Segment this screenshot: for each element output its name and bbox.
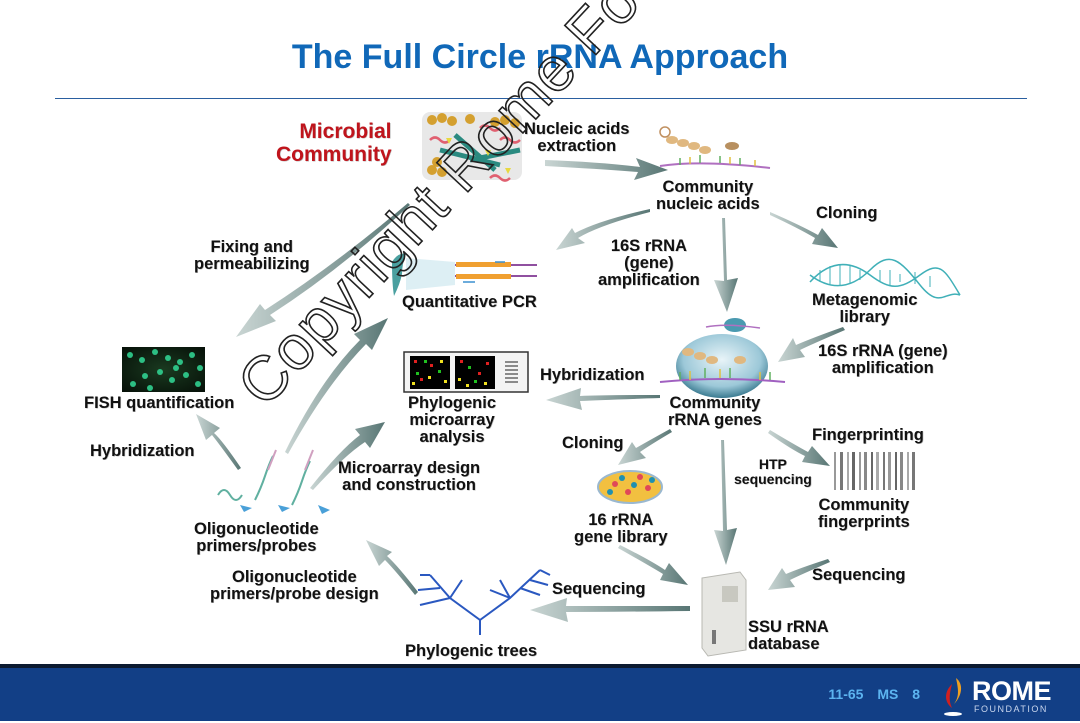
edge-htp-sequencing: HTP sequencing xyxy=(734,456,812,487)
edge-oligo-design: Oligonucleotide primers/probe design xyxy=(210,568,379,603)
arrow-hybridization-left xyxy=(196,414,241,470)
node-fish-quantification: FISH quantification xyxy=(84,394,235,412)
metagenomic-dna-image xyxy=(809,258,961,299)
rrna-genes-image xyxy=(659,318,786,398)
arrow-extraction xyxy=(545,158,668,180)
node-phylogenic-trees: Phylogenic trees xyxy=(405,642,538,660)
edge-fingerprinting: Fingerprinting xyxy=(812,426,924,444)
title-divider xyxy=(55,98,1027,99)
rome-foundation-logo: ROME FOUNDATION xyxy=(938,674,1068,718)
node-quantitative-pcr: Quantitative PCR xyxy=(402,293,537,311)
footer-bar: 11-65 MS 8 ROME FOUNDATION xyxy=(0,664,1080,721)
node-ssu-rrna-database: SSU rRNA database xyxy=(748,618,829,653)
arrow-to-db xyxy=(714,440,737,565)
arrow-to-rrna-genes xyxy=(714,218,738,312)
arrows xyxy=(196,158,845,622)
phylogenic-tree-image xyxy=(417,569,551,635)
edge-sequencing-left: Sequencing xyxy=(552,580,646,598)
arrow-seq-left xyxy=(530,598,690,622)
node-phylogenic-microarray: Phylogenic microarray analysis xyxy=(408,394,497,446)
arrow-hybridization-center xyxy=(546,388,660,410)
node-oligonucleotide-primers: Oligonucleotide primers/probes xyxy=(194,520,319,555)
ssu-database-server-image xyxy=(701,571,747,657)
arrow-amp-right xyxy=(778,327,845,362)
arrow-seq-center xyxy=(618,545,688,585)
logo-name: ROME xyxy=(972,676,1052,706)
edge-hybridization-center: Hybridization xyxy=(540,366,645,384)
arrow-cloning-center xyxy=(618,429,672,465)
edge-fixing-permeabilizing: Fixing and permeabilizing xyxy=(194,238,310,273)
node-community-nucleic-acids: Community nucleic acids xyxy=(656,178,760,213)
petri-dish-image xyxy=(597,470,663,504)
node-metagenomic-library: Metagenomic library xyxy=(812,291,918,326)
flame-icon xyxy=(944,678,962,716)
oligo-helix-image xyxy=(217,449,314,506)
fingerprint-gel-image xyxy=(834,452,915,490)
node-community-fingerprints: Community fingerprints xyxy=(818,496,910,531)
arrow-oligo-design xyxy=(366,540,418,595)
arrow-cloning-top xyxy=(770,212,838,248)
arrow-fingerprint xyxy=(768,430,830,466)
edge-16s-amplification-center: 16S rRNA (gene) amplification xyxy=(598,237,700,289)
node-microbial-community: Microbial Community xyxy=(276,120,392,166)
microarray-image xyxy=(403,351,529,393)
edge-cloning-center: Cloning xyxy=(562,434,624,452)
nucleic-acids-image xyxy=(659,126,771,169)
arrow-microarray-design xyxy=(310,422,385,490)
edge-hybridization-left: Hybridization xyxy=(90,442,195,460)
edge-cloning-top: Cloning xyxy=(816,204,878,222)
arrow-fixing xyxy=(236,203,410,337)
arrow-to-qpcr xyxy=(556,209,650,250)
slide-title: The Full Circle rRNA Approach xyxy=(291,38,789,76)
edge-nucleic-acids-extraction: Nucleic acids extraction xyxy=(524,120,630,155)
node-community-rrna-genes: Community rRNA genes xyxy=(668,394,762,429)
edge-16s-amplification-right: 16S rRNA (gene) amplification xyxy=(818,342,948,377)
qpcr-image xyxy=(392,253,537,296)
fish-image xyxy=(122,347,205,392)
edge-microarray-design: Microarray design and construction xyxy=(338,459,481,494)
node-16-rrna-gene-library: 16 rRNA gene library xyxy=(574,511,668,546)
microbial-community-image xyxy=(422,112,522,182)
slide-number: 11-65 MS 8 xyxy=(828,686,920,702)
arrow-to-qpcr-from-oligo xyxy=(285,318,388,454)
arrow-seq-right xyxy=(768,559,830,590)
edge-sequencing-right: Sequencing xyxy=(812,566,906,584)
logo-subtitle: FOUNDATION xyxy=(974,704,1048,714)
